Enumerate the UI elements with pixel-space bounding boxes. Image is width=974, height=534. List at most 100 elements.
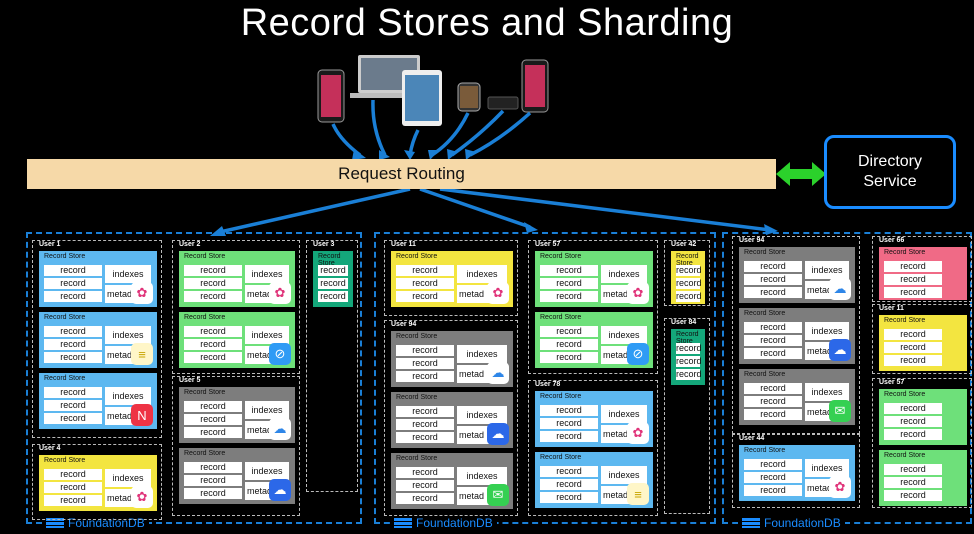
indexes-cell: indexes bbox=[601, 405, 647, 423]
indexes-cell: indexes bbox=[105, 469, 151, 487]
record-row: record bbox=[396, 371, 454, 382]
record-row: record bbox=[396, 278, 454, 289]
record-row: record bbox=[396, 358, 454, 369]
record-row: record bbox=[44, 291, 102, 302]
record-store-label: Record Store bbox=[184, 450, 226, 457]
device-iphone-left-icon bbox=[317, 69, 345, 123]
record-row: record bbox=[676, 278, 702, 289]
indexes-cell: indexes bbox=[245, 265, 289, 283]
record-store-label: Record Store bbox=[44, 253, 86, 260]
record-store-label: Record Store bbox=[396, 253, 438, 260]
record-store-label: Record Store bbox=[44, 314, 86, 321]
foundationdb-cluster-3: FoundationDB bbox=[722, 232, 972, 530]
device-iphone-right-icon bbox=[521, 59, 549, 113]
record-store-label: Record Store bbox=[396, 333, 438, 340]
record-store-label: Record Store bbox=[396, 394, 438, 401]
foundationdb-label: FoundationDB bbox=[738, 516, 845, 530]
record-row: record bbox=[884, 329, 942, 340]
record-row: record bbox=[744, 485, 802, 496]
record-store-label: Record Store bbox=[44, 375, 86, 382]
record-row: record bbox=[396, 345, 454, 356]
indexes-cell: indexes bbox=[105, 326, 151, 344]
record-store-label: Record Store bbox=[540, 454, 582, 461]
indexes-cell: indexes bbox=[805, 322, 849, 340]
bidirectional-arrow-icon bbox=[776, 162, 826, 186]
record-row: record bbox=[396, 467, 454, 478]
record-row: record bbox=[676, 356, 702, 367]
device-watch-icon bbox=[457, 82, 481, 112]
record-row: record bbox=[184, 326, 242, 337]
indexes-cell: indexes bbox=[457, 265, 507, 283]
indexes-cell: indexes bbox=[245, 401, 289, 419]
record-row: record bbox=[396, 406, 454, 417]
record-row: record bbox=[44, 469, 102, 480]
user-label: User 4 bbox=[39, 445, 61, 452]
user-label: User 42 bbox=[671, 241, 697, 248]
record-row: record bbox=[44, 339, 102, 350]
photos-icon: ✿ bbox=[829, 476, 851, 498]
indexes-cell: indexes bbox=[457, 467, 507, 485]
record-row: record bbox=[884, 342, 942, 353]
record-row: record bbox=[396, 291, 454, 302]
user-label: User 1 bbox=[39, 241, 61, 248]
photos-icon: ✿ bbox=[627, 282, 649, 304]
record-row: record bbox=[744, 348, 802, 359]
record-row: record bbox=[184, 427, 242, 438]
record-row: record bbox=[884, 464, 942, 475]
record-store-label: Record Store bbox=[540, 393, 582, 400]
user-label: User 57 bbox=[535, 241, 561, 248]
user-label: User 94 bbox=[739, 237, 765, 244]
record-row: record bbox=[44, 400, 102, 411]
indexes-cell: indexes bbox=[105, 265, 151, 283]
record-row: record bbox=[540, 339, 598, 350]
user-label: User 94 bbox=[391, 321, 417, 328]
user-label: User 44 bbox=[739, 435, 765, 442]
messages-icon: ✉ bbox=[829, 400, 851, 422]
record-row: record bbox=[540, 352, 598, 363]
foundationdb-logo-icon bbox=[46, 518, 64, 528]
record-row: record bbox=[184, 462, 242, 473]
record-store-label: Record Store bbox=[184, 389, 226, 396]
record-row: record bbox=[318, 291, 348, 302]
record-row: record bbox=[884, 355, 942, 366]
record-row: record bbox=[884, 477, 942, 488]
foundationdb-cluster-2: FoundationDB bbox=[374, 232, 716, 530]
record-store-label: Record Store bbox=[184, 314, 226, 321]
photos-icon: ✿ bbox=[269, 282, 291, 304]
record-row: record bbox=[396, 265, 454, 276]
user-label: User 78 bbox=[535, 381, 561, 388]
routing-arrows bbox=[219, 187, 771, 234]
record-store-label: Record Store bbox=[744, 371, 786, 378]
record-store-label: Record Store bbox=[318, 253, 341, 267]
record-row: record bbox=[540, 291, 598, 302]
record-row: record bbox=[44, 265, 102, 276]
record-store-label: Record Store bbox=[540, 253, 582, 260]
user-label: User 2 bbox=[179, 241, 201, 248]
photos-icon: ✿ bbox=[131, 486, 153, 508]
request-routing-bar: Request Routing bbox=[27, 159, 776, 189]
indexes-cell: indexes bbox=[601, 326, 647, 344]
record-row: record bbox=[184, 339, 242, 350]
record-row: record bbox=[744, 322, 802, 333]
record-store-label: Record Store bbox=[884, 317, 926, 324]
record-row: record bbox=[884, 416, 942, 427]
record-row: record bbox=[744, 287, 802, 298]
indexes-cell: indexes bbox=[601, 265, 647, 283]
record-row: record bbox=[884, 261, 942, 272]
device-ipad-icon bbox=[402, 70, 442, 126]
user-label: User 5 bbox=[179, 377, 201, 384]
directory-service-box: Directory Service bbox=[824, 135, 956, 209]
safari-icon: ⊘ bbox=[269, 343, 291, 365]
foundationdb-logo-icon bbox=[394, 518, 412, 528]
